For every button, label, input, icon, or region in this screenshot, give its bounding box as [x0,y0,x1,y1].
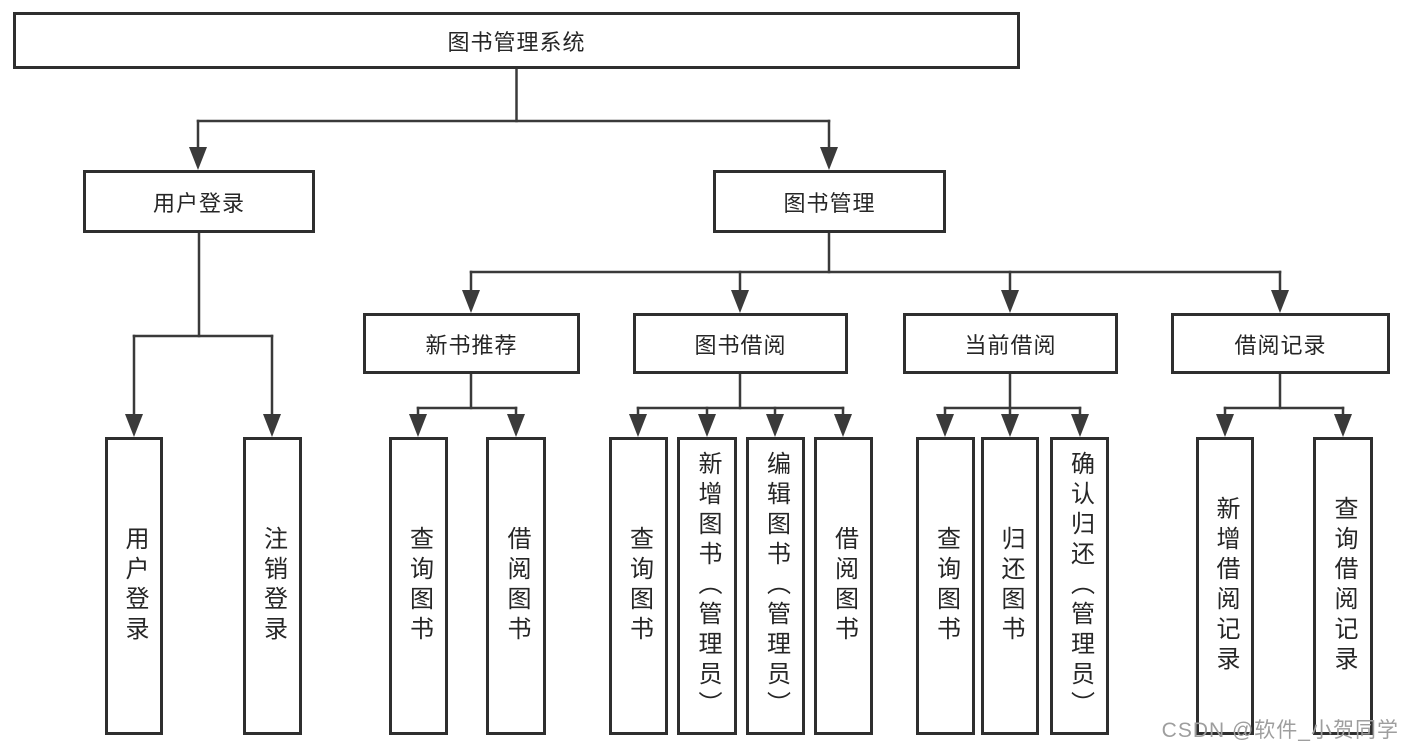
node-leaf-current-return-books-label: 归还图书 [997,526,1024,646]
node-leaf-current-query-books-label: 查询图书 [932,526,960,646]
node-root-system: 图书管理系统 [13,12,1020,69]
node-leaf-borrowing-add-books: 新增图书（管理员） [677,437,737,735]
node-new-book-recommend: 新书推荐 [363,313,580,374]
node-leaf-borrowing-borrow-books: 借阅图书 [814,437,873,735]
node-leaf-borrowing-add-books-label: 新增图书（管理员） [694,451,721,721]
node-new-book-recommend-label: 新书推荐 [425,332,518,358]
node-leaf-records-query-record-label: 查询借阅记录 [1330,496,1357,676]
node-leaf-current-query-books: 查询图书 [916,437,975,735]
node-borrowing-records: 借阅记录 [1171,313,1390,374]
node-leaf-current-return-books: 归还图书 [981,437,1039,735]
node-leaf-current-confirm-return: 确认归还（管理员） [1050,437,1109,735]
node-borrowing-records-label: 借阅记录 [1234,332,1327,358]
node-leaf-borrowing-borrow-books-label: 借阅图书 [830,526,858,646]
node-leaf-records-add-record: 新增借阅记录 [1196,437,1254,735]
node-book-borrowing-label: 图书借阅 [694,332,787,358]
node-leaf-borrowing-edit-books: 编辑图书（管理员） [746,437,805,735]
node-user-login-group: 用户登录 [83,170,315,233]
node-current-borrowing-label: 当前借阅 [964,332,1057,358]
node-book-borrowing: 图书借阅 [633,313,848,374]
node-current-borrowing: 当前借阅 [903,313,1118,374]
node-leaf-user-login: 用户登录 [105,437,163,735]
node-leaf-recommend-borrow-books: 借阅图书 [486,437,546,735]
node-leaf-records-query-record: 查询借阅记录 [1313,437,1373,735]
arrowheads [125,147,1352,437]
node-book-management: 图书管理 [713,170,946,233]
csdn-watermark: CSDN @软件_小贺同学 [1162,714,1399,744]
csdn-watermark-text: CSDN @软件_小贺同学 [1161,719,1399,742]
node-leaf-logout: 注销登录 [243,437,302,735]
node-leaf-borrowing-query-books: 查询图书 [609,437,668,735]
node-leaf-borrowing-query-books-label: 查询图书 [625,526,653,646]
node-leaf-logout-label: 注销登录 [259,526,287,646]
node-book-management-label: 图书管理 [783,190,876,216]
node-leaf-recommend-query-books: 查询图书 [389,437,448,735]
node-user-login-group-label: 用户登录 [152,190,245,216]
node-leaf-records-add-record-label: 新增借阅记录 [1212,496,1239,676]
node-root-label: 图书管理系统 [447,29,586,55]
node-leaf-borrowing-edit-books-label: 编辑图书（管理员） [762,451,790,721]
node-leaf-user-login-label: 用户登录 [121,526,148,646]
node-leaf-recommend-borrow-books-label: 借阅图书 [503,526,530,646]
node-leaf-current-confirm-return-label: 确认归还（管理员） [1066,451,1094,721]
node-leaf-recommend-query-books-label: 查询图书 [405,526,433,646]
